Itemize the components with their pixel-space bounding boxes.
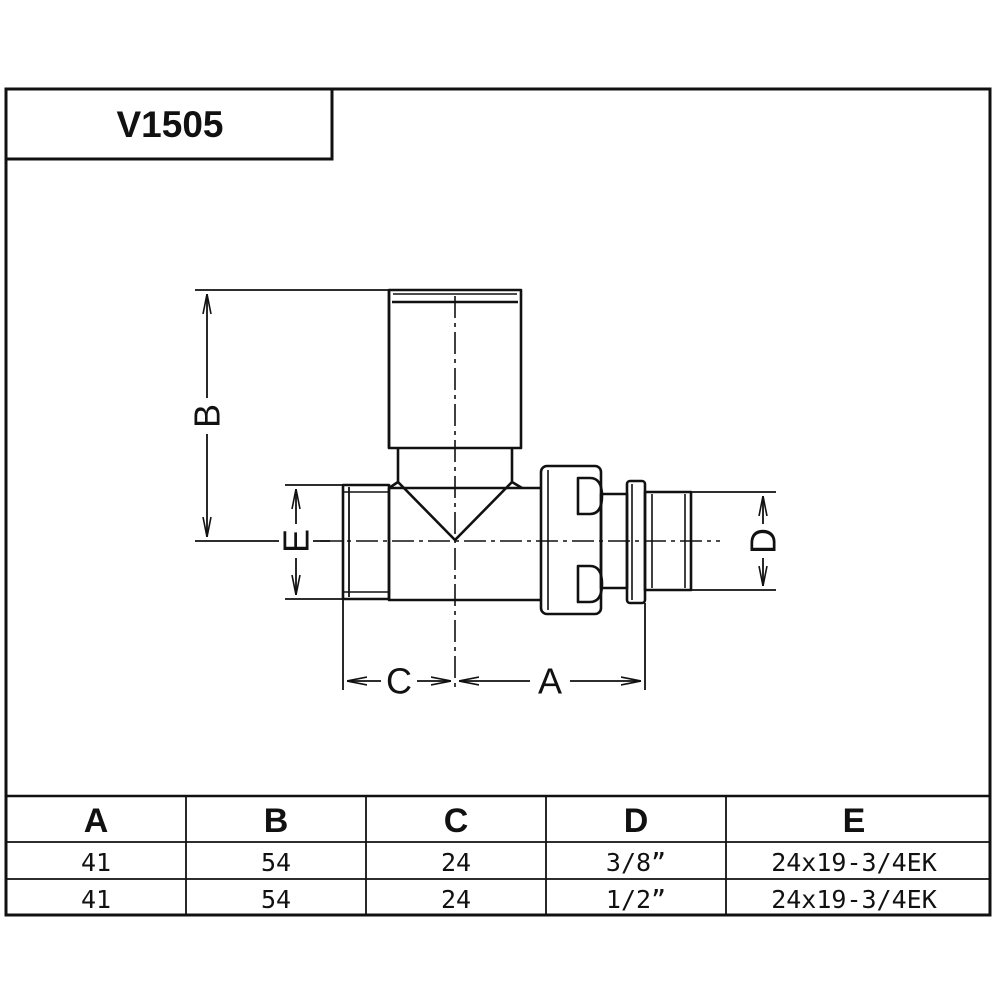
left-inlet-thread (341, 483, 391, 601)
drawing-frame (4, 87, 992, 917)
dimension-label-e: E (276, 529, 317, 553)
dimension-b: B (187, 294, 228, 537)
table-cell: 54 (261, 885, 291, 914)
table-header-c: C (444, 802, 469, 840)
dimension-c: C (347, 661, 451, 702)
table-header-a: A (84, 802, 109, 840)
dimension-table: A B C D E 41 54 24 3/8” 24x19-3/4EK 41 54 24 1/2” 24x1… (6, 794, 990, 915)
table-header-e: E (843, 802, 866, 840)
table-cell: 24 (441, 848, 471, 877)
table-cell: 41 (81, 848, 111, 877)
table-cell: 24x19-3/4EK (771, 848, 937, 877)
table-cell: 1/2” (606, 885, 666, 914)
table-cell: 24 (441, 885, 471, 914)
union-nut (539, 464, 604, 616)
drawing-title: V1505 (117, 104, 224, 145)
valve-drawing (341, 288, 693, 616)
valve-body (387, 486, 541, 602)
table-cell: 54 (261, 848, 291, 877)
table-cell: 24x19-3/4EK (771, 885, 937, 914)
dimension-d: D (743, 496, 784, 586)
table-cell: 3/8” (606, 848, 666, 877)
centre-lines (320, 296, 720, 690)
table-header-d: D (624, 802, 649, 840)
dimension-e: E (276, 489, 317, 595)
table-header-b: B (264, 802, 289, 840)
table-cell: 41 (81, 885, 111, 914)
dimension-a: A (459, 661, 641, 702)
dimension-label-c: C (386, 661, 412, 702)
dimension-label-d: D (743, 528, 784, 554)
dimension-label-b: B (187, 404, 228, 428)
extension-lines (195, 289, 776, 690)
title-block: V1505 (4, 87, 334, 161)
dimension-label-a: A (538, 661, 562, 702)
union-collar (599, 479, 647, 605)
